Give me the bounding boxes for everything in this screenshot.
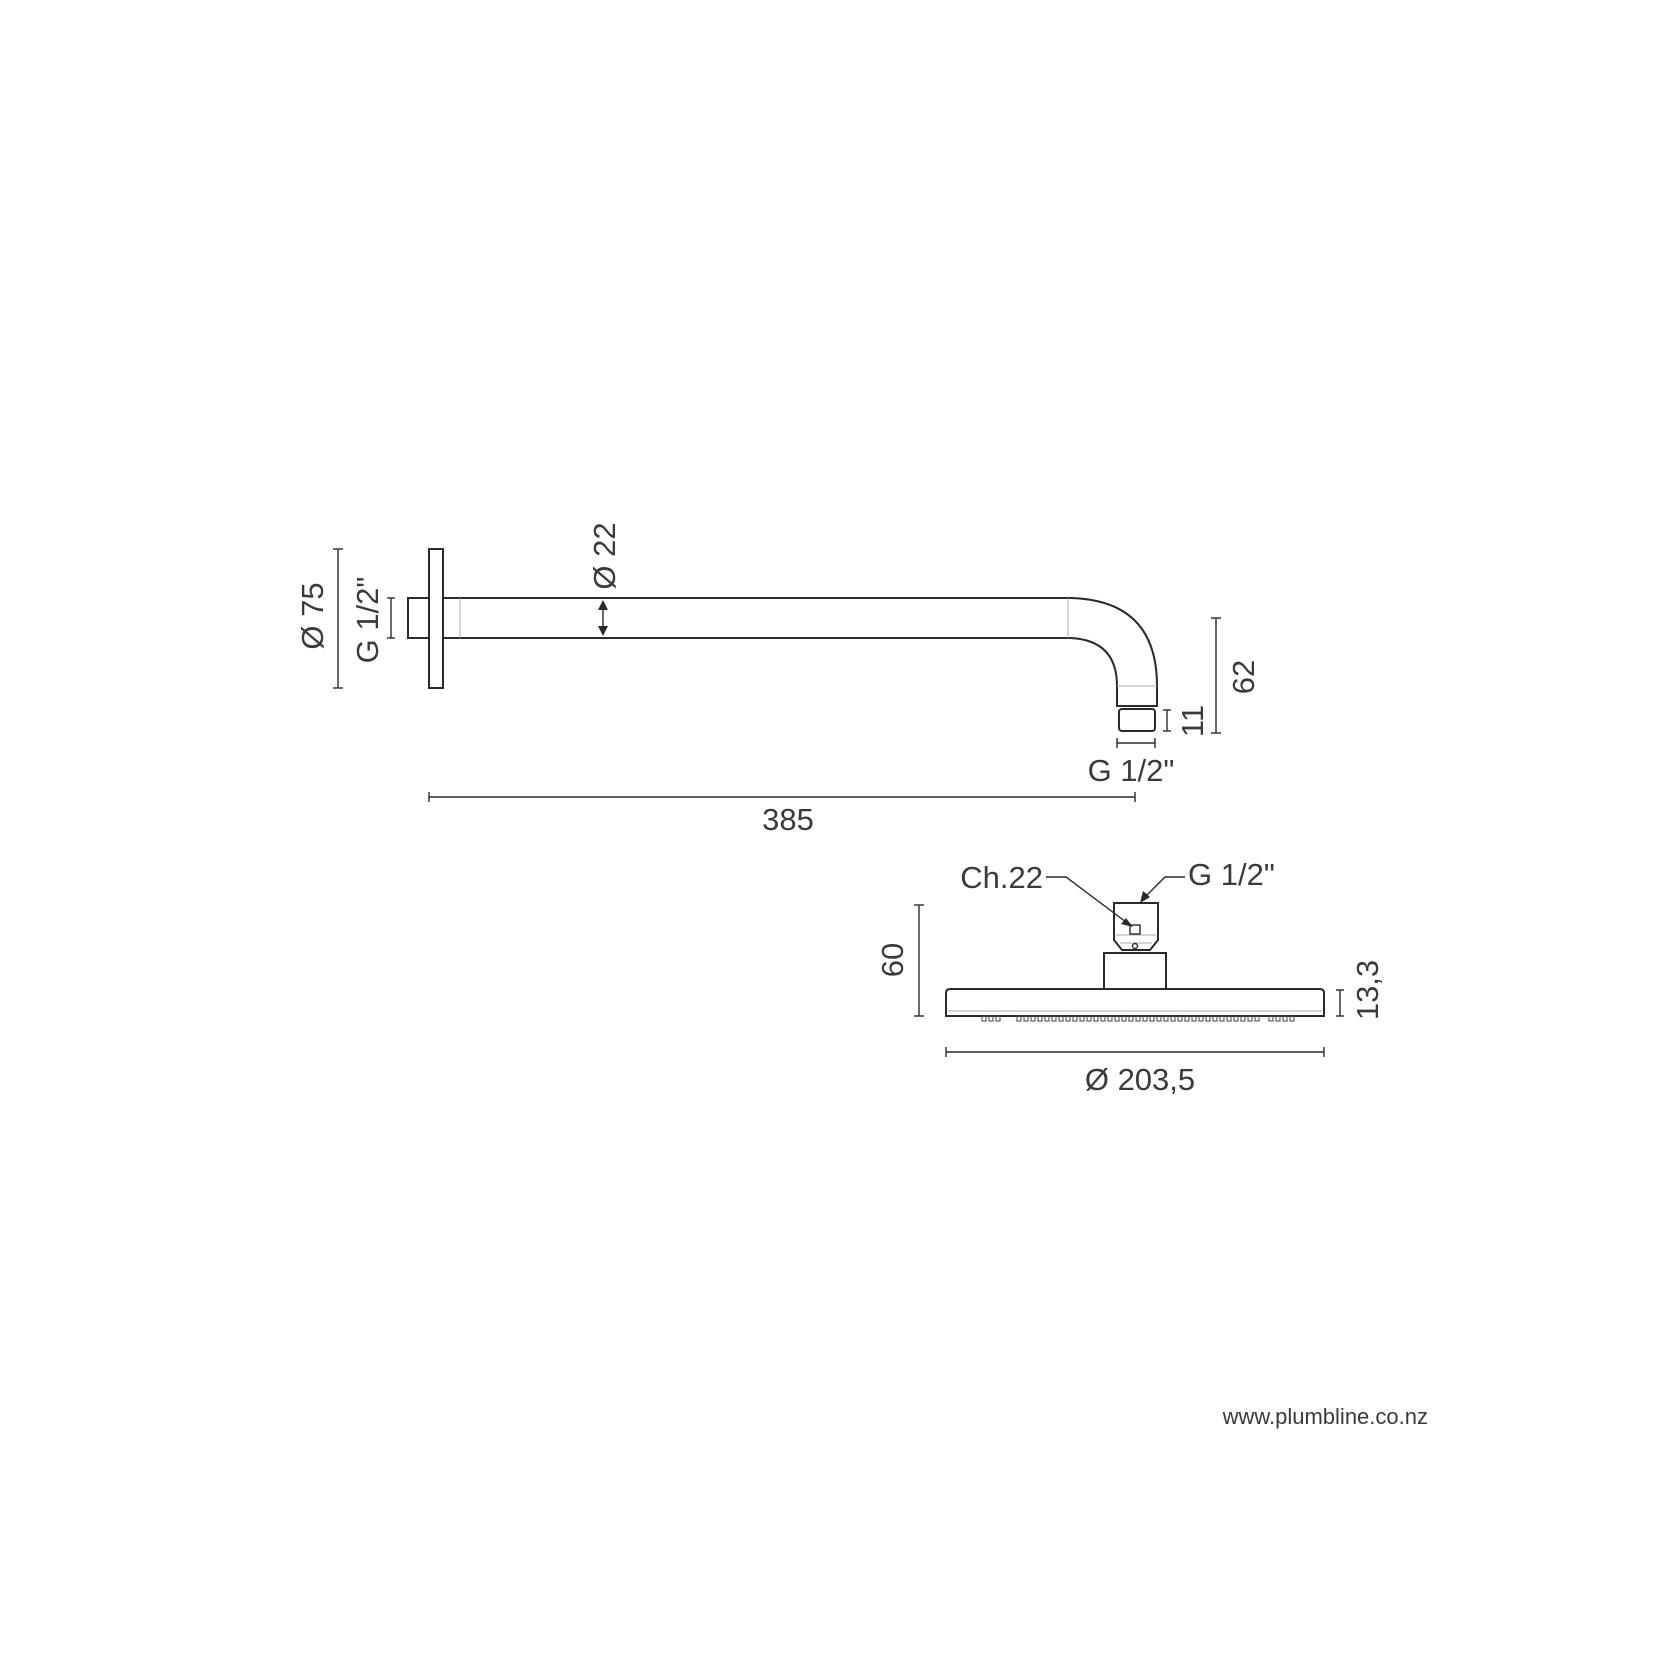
nozzle [1107, 1015, 1113, 1022]
head-body [1103, 952, 1167, 990]
projection-label: 385 [762, 802, 814, 837]
nozzle [1170, 1015, 1176, 1022]
inlet-thread-label: G 1/2" [350, 577, 385, 664]
nozzle [1044, 1015, 1050, 1022]
dim-drop-height: 62 [1211, 617, 1261, 734]
nozzle [1121, 1015, 1127, 1022]
nozzle [1289, 1015, 1295, 1022]
nozzle [1247, 1015, 1253, 1022]
nozzle [1079, 1015, 1085, 1022]
inlet-nipple [407, 597, 430, 639]
spray-plate [945, 988, 1325, 1017]
drop-height-label: 62 [1226, 660, 1261, 694]
shower-head [945, 902, 1325, 1022]
nozzle [1177, 1015, 1183, 1022]
callout-wrench-size: Ch.22 [960, 860, 1133, 927]
callout-thread: G 1/2" [1140, 857, 1275, 903]
dim-head-diameter: Ø 203,5 [945, 1047, 1325, 1097]
flange-diameter-label: Ø 75 [295, 582, 330, 649]
nozzle [988, 1015, 994, 1022]
wall-flange [428, 548, 444, 689]
nozzle [1016, 1015, 1022, 1022]
dim-projection: 385 [428, 792, 1136, 837]
nozzle [1072, 1015, 1078, 1022]
nozzle [1065, 1015, 1071, 1022]
swivel-nut [1113, 902, 1159, 951]
nozzle [1037, 1015, 1043, 1022]
nozzle [995, 1015, 1001, 1022]
nozzle [1226, 1015, 1232, 1022]
nozzle [1219, 1015, 1225, 1022]
wrench-size-label: Ch.22 [960, 860, 1043, 895]
nozzle [1254, 1015, 1260, 1022]
nozzle [1051, 1015, 1057, 1022]
spray-nozzles [981, 1015, 1295, 1022]
dim-head-height: 60 [875, 904, 924, 1017]
nozzle [1093, 1015, 1099, 1022]
nozzle [1100, 1015, 1106, 1022]
nozzle [1184, 1015, 1190, 1022]
nozzle [1114, 1015, 1120, 1022]
website-url: www.plumbline.co.nz [1222, 1404, 1428, 1429]
nozzle [1212, 1015, 1218, 1022]
nozzle [1275, 1015, 1281, 1022]
head-height-label: 60 [875, 943, 910, 977]
outlet-length-label: 11 [1175, 705, 1210, 737]
nozzle [1030, 1015, 1036, 1022]
nozzle [1191, 1015, 1197, 1022]
nozzle [1156, 1015, 1162, 1022]
arm-pipe [443, 597, 1158, 707]
nozzle [1142, 1015, 1148, 1022]
nozzle [1058, 1015, 1064, 1022]
nozzle [1023, 1015, 1029, 1022]
nozzle [1086, 1015, 1092, 1022]
nozzle [1233, 1015, 1239, 1022]
nozzle [1198, 1015, 1204, 1022]
nozzle [1205, 1015, 1211, 1022]
outlet-thread-label: G 1/2" [1088, 753, 1175, 788]
head-thread-label: G 1/2" [1188, 857, 1275, 892]
nozzle [1163, 1015, 1169, 1022]
nozzle [1149, 1015, 1155, 1022]
nozzle [1240, 1015, 1246, 1022]
nozzle [1128, 1015, 1134, 1022]
nozzle [1282, 1015, 1288, 1022]
dim-flange-diameter: Ø 75 [295, 548, 343, 689]
nozzle [981, 1015, 987, 1022]
pipe-diameter-label: Ø 22 [587, 522, 622, 589]
dim-outlet-thread: G 1/2" [1088, 738, 1175, 788]
shower-arm [407, 548, 1158, 732]
dim-pipe-diameter: Ø 22 [587, 522, 622, 636]
outlet-nut [1118, 708, 1156, 732]
dim-inlet-thread: G 1/2" [350, 577, 395, 664]
nozzle [1135, 1015, 1141, 1022]
nozzle [1268, 1015, 1274, 1022]
dim-outlet-length: 11 [1163, 705, 1210, 737]
head-diameter-label: Ø 203,5 [1085, 1062, 1195, 1097]
plate-thickness-label: 13,3 [1350, 960, 1385, 1020]
dim-plate-thickness: 13,3 [1336, 960, 1385, 1020]
